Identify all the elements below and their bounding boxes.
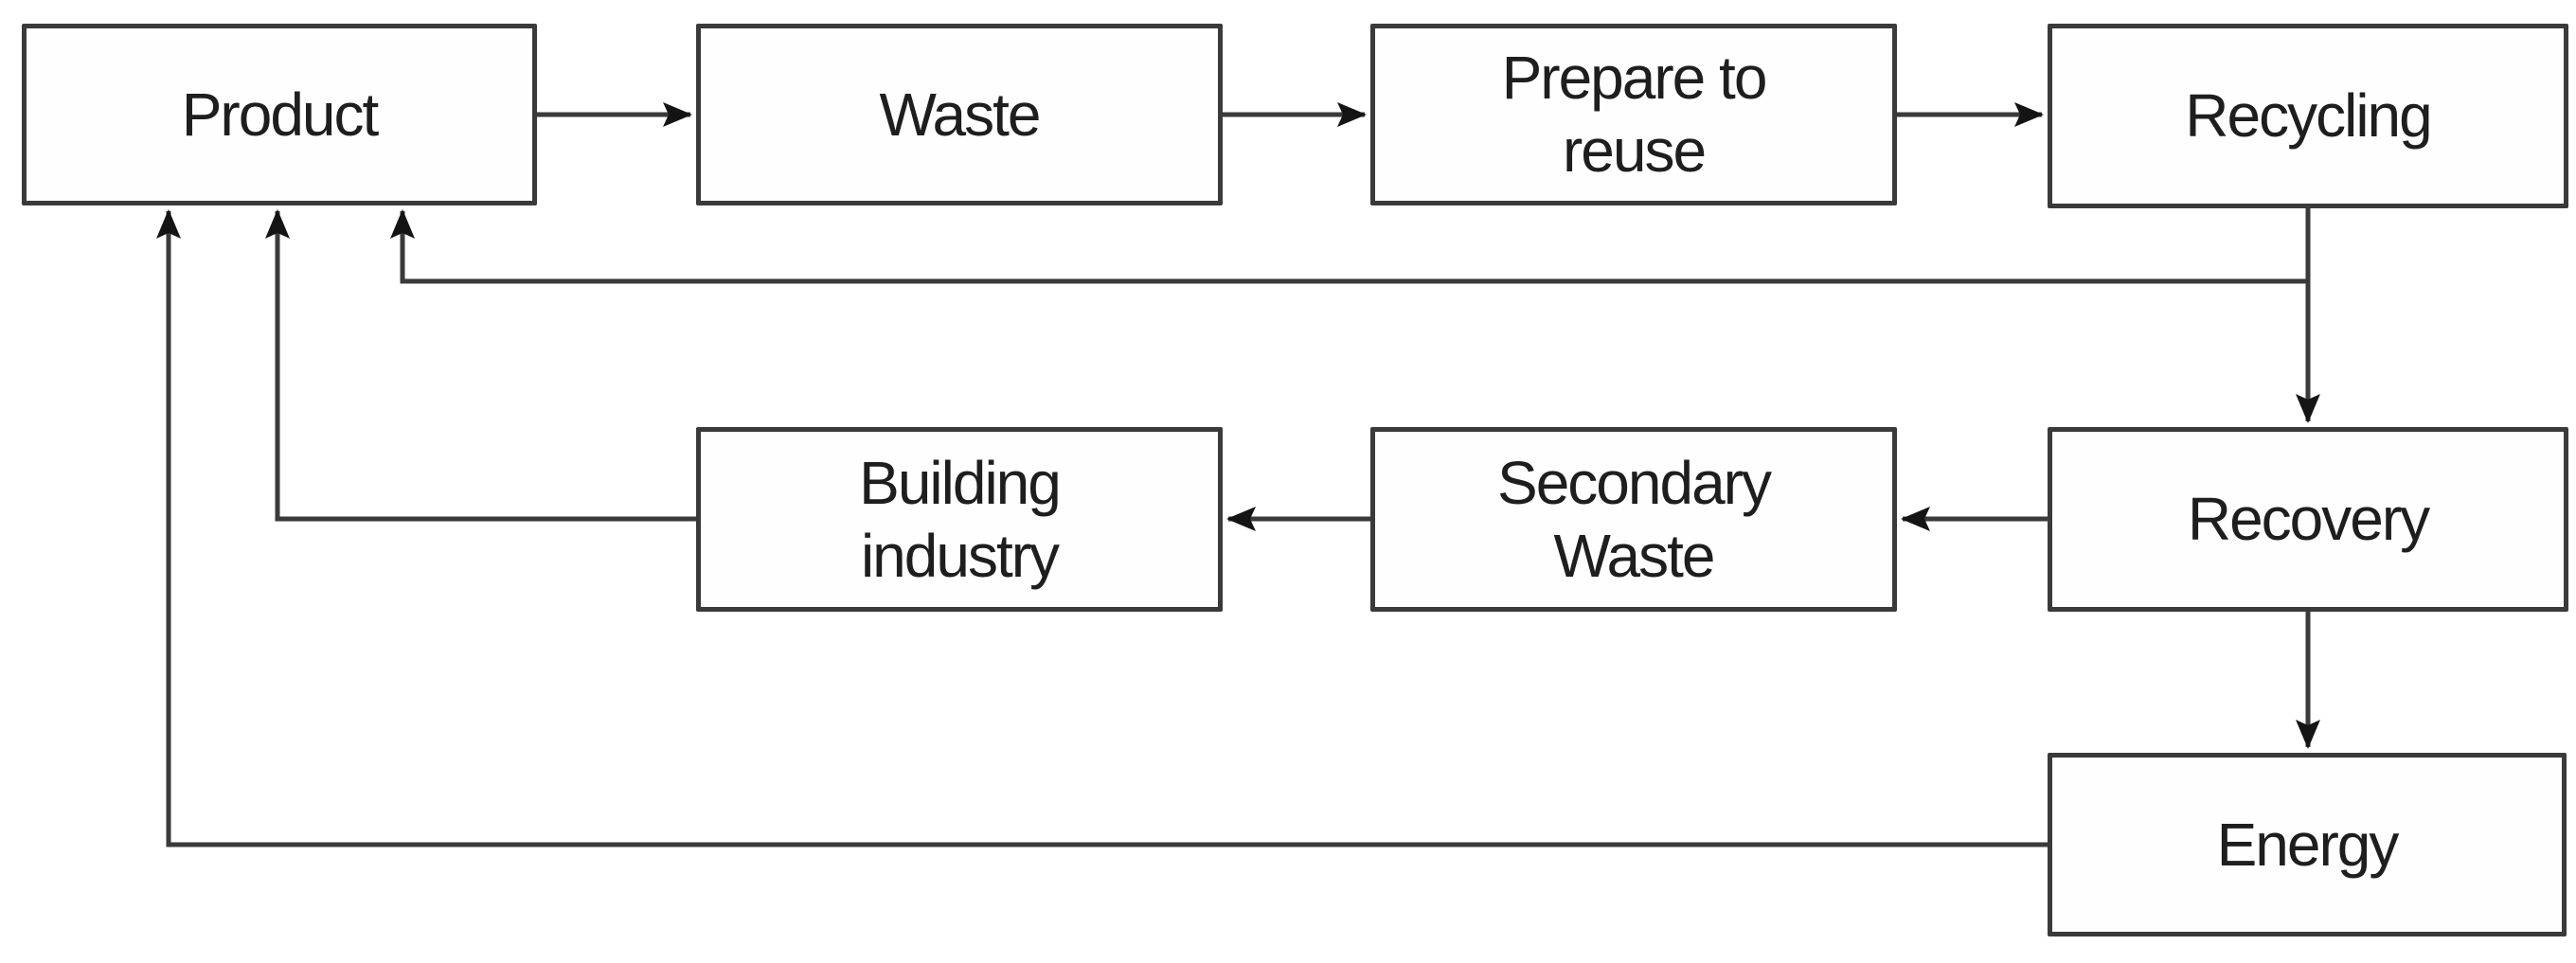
node-waste-label: Waste xyxy=(879,80,1042,149)
node-product: Product xyxy=(22,24,537,205)
edge-building-industry-product xyxy=(265,209,696,522)
node-secondary-waste: Secondary Waste xyxy=(1370,427,1897,612)
node-building-industry-label: Building industry xyxy=(859,448,1062,590)
node-waste: Waste xyxy=(696,24,1223,205)
edge-energy-product xyxy=(156,209,2048,847)
node-recycling-label: Recycling xyxy=(2185,81,2432,151)
node-energy-label: Energy xyxy=(2216,810,2400,879)
node-prepare-to-reuse: Prepare to reuse xyxy=(1370,24,1897,205)
node-recycling: Recycling xyxy=(2048,24,2568,208)
edge-recycling-product xyxy=(390,209,2308,284)
node-secondary-waste-label: Secondary Waste xyxy=(1497,448,1772,590)
node-building-industry: Building industry xyxy=(696,427,1223,612)
node-recovery: Recovery xyxy=(2048,427,2568,612)
node-product-label: Product xyxy=(181,80,380,149)
node-prepare-to-reuse-label: Prepare to reuse xyxy=(1501,44,1768,185)
node-recovery-label: Recovery xyxy=(2187,485,2430,554)
node-energy: Energy xyxy=(2048,753,2567,936)
